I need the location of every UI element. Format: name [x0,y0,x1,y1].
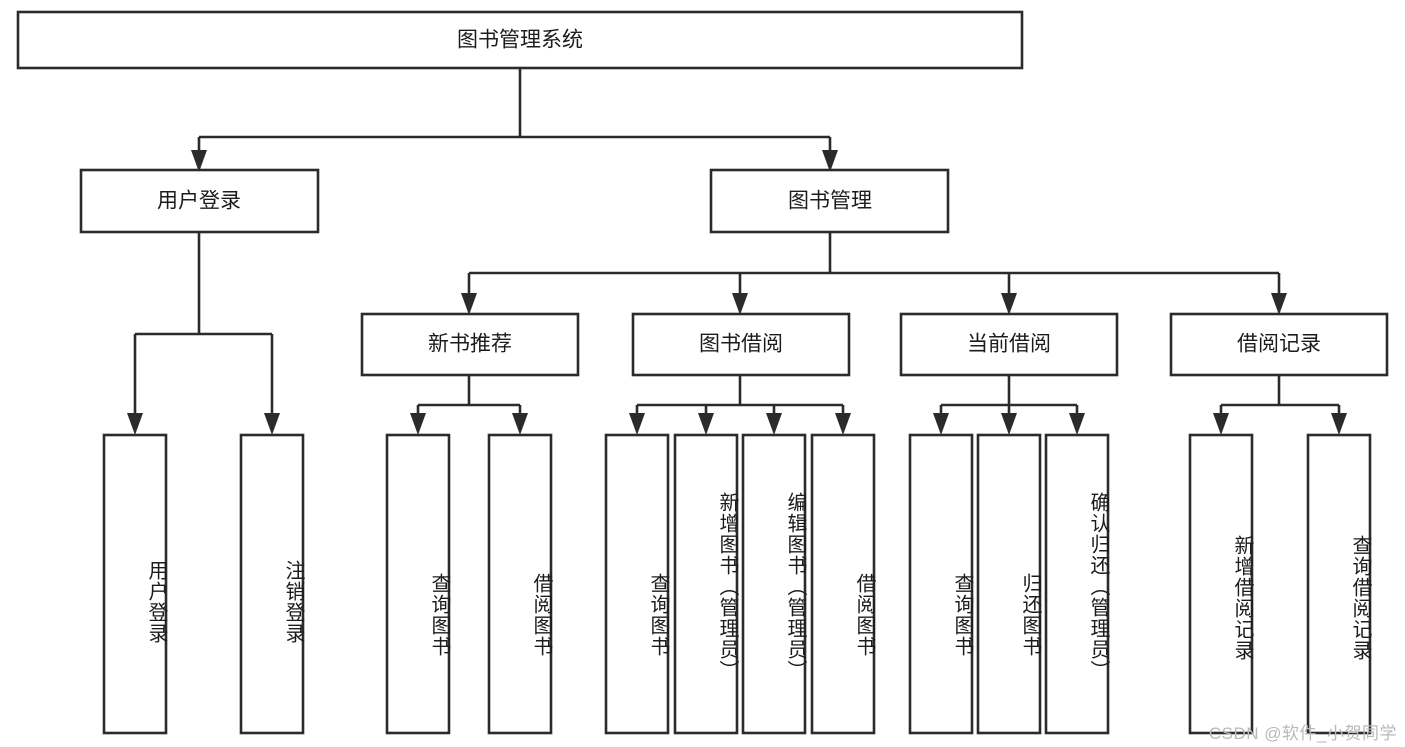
node-book-borrow-box[interactable] [631,312,851,377]
node-leaf-add-record-box[interactable] [1188,433,1254,735]
node-root-label: 图书管理系统 [457,29,583,52]
node-leaf-borrow-book-1-box[interactable] [487,433,553,735]
node-current-borrow-box[interactable] [899,312,1119,377]
node-current-borrow-label: 当前借阅 [967,333,1051,356]
arrowhead-to-bookmgmt [822,150,838,172]
node-leaf-query-book-3-box[interactable] [908,433,974,735]
nodes-group: 图书管理系统 用户登录 图书管理 新书推荐 图书借阅 当前借阅 借阅记录 [16,10,1389,735]
node-book-management-box[interactable] [709,168,950,234]
node-leaf-edit-book-box[interactable] [741,433,807,735]
csdn-watermark: CSDN @软件_小贺同学 [1208,724,1397,743]
arrowhead-current-leaf-3 [1069,413,1085,435]
node-new-book-recommend-box[interactable] [360,312,580,377]
arrowhead-borrow-leaf-3 [766,413,782,435]
node-leaf-logout-box[interactable] [239,433,305,735]
arrowhead-login-leaf-2 [264,413,280,435]
arrowhead-to-current [1001,293,1017,315]
arrowhead-newbook-leaf-2 [512,413,528,435]
node-leaf-add-book-box[interactable] [673,433,739,735]
arrowhead-current-leaf-1 [933,413,949,435]
node-leaf-confirm-return-box[interactable] [1044,433,1110,735]
arrowhead-borrow-leaf-2 [698,413,714,435]
arrowhead-borrow-leaf-1 [629,413,645,435]
arrowhead-borrow-leaf-4 [835,413,851,435]
node-book-borrow-label: 图书借阅 [699,333,783,356]
node-leaf-user-login-box[interactable] [102,433,168,735]
arrowhead-current-leaf-2 [1001,413,1017,435]
arrowhead-to-records [1271,293,1287,315]
node-root-box[interactable] [16,10,1024,70]
arrowhead-newbook-leaf-1 [410,413,426,435]
node-borrow-records-label: 借阅记录 [1237,333,1321,356]
node-leaf-query-book-1-box[interactable] [385,433,451,735]
node-user-login-box[interactable] [79,168,320,234]
node-borrow-records-box[interactable] [1169,312,1389,377]
node-leaf-query-book-2-box[interactable] [604,433,670,735]
node-book-management-label: 图书管理 [788,190,872,213]
arrowhead-records-leaf-2 [1331,413,1347,435]
node-leaf-borrow-book-2-box[interactable] [810,433,876,735]
edges-group [127,68,1347,435]
arrowhead-login-leaf-1 [127,413,143,435]
node-leaf-return-book-box[interactable] [976,433,1042,735]
arrowhead-to-borrow [732,293,748,315]
arrowhead-to-login [191,150,207,172]
arrowhead-records-leaf-1 [1213,413,1229,435]
node-user-login-label: 用户登录 [157,190,241,213]
node-new-book-recommend-label: 新书推荐 [428,333,512,356]
arrowhead-to-newbook [461,293,477,315]
node-leaf-query-record-box[interactable] [1306,433,1372,735]
